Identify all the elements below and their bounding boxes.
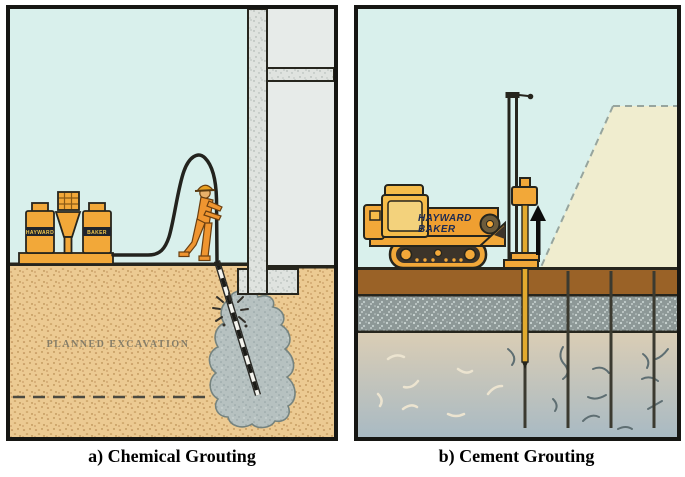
rig-handle [369, 210, 381, 221]
hopper-spout [63, 236, 73, 254]
bedrock-layer [358, 333, 677, 437]
drill-head-assembly [503, 177, 540, 369]
layer-divider-2 [358, 330, 677, 333]
ground-surface-line [10, 262, 248, 266]
tank-left-band [26, 227, 54, 236]
grout-bulb [208, 287, 296, 429]
topsoil-layer [358, 270, 677, 294]
plant-platform [18, 252, 114, 265]
concrete-wall [247, 9, 268, 295]
layer-divider-1 [358, 294, 677, 297]
planned-excavation-label: PLANNED EXCAVATION [47, 339, 190, 350]
worker [178, 184, 223, 262]
up-arrow [530, 205, 546, 255]
mixer-box [57, 191, 80, 211]
mast-base [503, 259, 539, 269]
gravel-layer [358, 296, 677, 331]
panel-cement-grouting: HAYWARD BAKER [354, 5, 681, 441]
caption-chemical-grouting: a) Chemical Grouting [88, 446, 256, 466]
bedrock-fissures [376, 346, 669, 430]
drill-head [511, 186, 538, 206]
building-structure [237, 9, 334, 295]
hard-hat-brim [194, 189, 216, 192]
drill-rod [521, 204, 529, 363]
rig-label-line1: HAYWARD [418, 213, 472, 224]
embankment [540, 105, 677, 268]
floor-slab [266, 67, 334, 82]
drill-mast [505, 92, 534, 265]
chemical-grouting-drawing: HAYWARD BAKER PLANNED EXCAVATION [10, 9, 334, 437]
rig-label-line2: BAKER [418, 224, 456, 235]
drill-rig: HAYWARD BAKER [363, 184, 506, 270]
tank-right-band [83, 227, 111, 236]
worker-arm-upper [206, 200, 223, 212]
worker-boot-front [198, 255, 211, 262]
building-interior [267, 9, 334, 267]
panel-chemical-grouting: HAYWARD BAKER PLANNED EXCAVATION [6, 5, 338, 441]
grout-injection-splash [212, 292, 249, 328]
grout-plant [18, 191, 114, 265]
cab-window [387, 200, 423, 232]
injection-rod [213, 260, 262, 396]
worker-boot-back [178, 251, 190, 258]
basement-floor-line [267, 265, 334, 269]
grout-hose [111, 153, 219, 263]
tank-left-label: HAYWARD [26, 230, 54, 236]
worker-arm-lower [203, 210, 222, 221]
mixer-grid [59, 193, 78, 209]
mast-support-shadow [494, 225, 505, 239]
drill-rod-tip [522, 362, 528, 369]
winch-hub [486, 220, 494, 228]
tank-right-label: BAKER [87, 230, 107, 236]
cement-grouting-drawing: HAYWARD BAKER [358, 9, 677, 437]
caption-cement-grouting: b) Cement Grouting [438, 446, 595, 466]
